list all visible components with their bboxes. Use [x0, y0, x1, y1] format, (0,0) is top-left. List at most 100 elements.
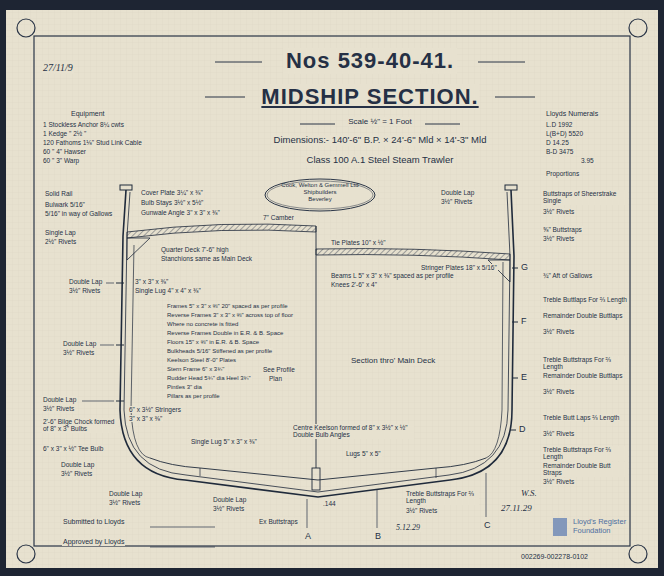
drawing-note: Class 100 A.1 Steel Steam Trawler — [306, 155, 455, 166]
drawing-note: Solid Rail — [44, 190, 73, 197]
drawing-note: Buttstraps of Sheerstrake Single — [542, 190, 628, 205]
drawing-note: .144 — [322, 500, 337, 507]
drawing-note: 002269-002278-0102 — [520, 553, 589, 561]
drawing-note: 3½" Rivets — [60, 470, 93, 477]
drawing-note: Equipment — [70, 110, 105, 118]
drawing-note: 3" x 3" x ⅜" — [128, 415, 163, 422]
drawing-note: Centre Keelson formed of 8" x 3½" x ½" D… — [292, 424, 414, 439]
drawing-note: Approved by Lloyds — [62, 538, 125, 546]
drawing-note: 3½" Rivets — [42, 405, 75, 412]
drawing-note: 1 Stockless Anchor 8¼ cwts — [42, 121, 125, 128]
drawing-note: Where no concrete is fitted — [166, 321, 239, 328]
sheet-border — [17, 19, 647, 563]
drawing-note: L.D 1992 — [545, 121, 573, 128]
drawing-note: 3½" Rivets — [542, 328, 575, 335]
drawing-note: 6" x 3½" Stringers — [128, 406, 182, 413]
drawing-note: Dimensions:- 140'-6" B.P. × 24'-6" Mld ×… — [273, 135, 488, 146]
drawing-note: Pillars as per profile — [166, 393, 221, 400]
drawing-note: 3½" Rivets — [212, 505, 245, 512]
drawing-note: 3½" Rivets — [542, 388, 575, 395]
drawing-note: A — [304, 531, 312, 541]
drawing-note: Double Lap — [62, 340, 97, 347]
drawing-note: Submitted to Lloyds — [62, 518, 125, 526]
drawing-note: Beams L 5" x 3" x ⅜" spaced as per profi… — [330, 272, 455, 279]
drawing-note: Remainder Double Buttlaps — [542, 312, 624, 319]
drawing-note: L(B+D) 5520 — [545, 130, 584, 137]
watermark: Lloyd's Register Foundation — [572, 518, 634, 535]
drawing-note: Gunwale Angle 3" x 3" x ⅜" — [140, 209, 221, 216]
drawing-note: Frames 5" x 3" x ⅜" 20" spaced as per pr… — [166, 303, 289, 310]
drawing-note: 3½" Rivets — [542, 208, 575, 215]
drawing-note: Single Lug 4" x 4" x ⅜" — [134, 287, 202, 294]
paper — [6, 10, 658, 568]
drawing-note: 3½" Rivets — [542, 235, 575, 242]
drawing-note: 3.95 — [580, 157, 595, 164]
drawing-note: Scale ½" = 1 Foot — [347, 117, 413, 126]
drawing-note: 60 " 3" Warp — [42, 157, 80, 164]
drawing-note: B — [374, 531, 382, 541]
drawing-note: 3½" Rivets — [405, 507, 438, 514]
drawing-note: Stanchions same as Main Deck — [160, 255, 253, 262]
drawing-note: Double Lap — [42, 396, 77, 403]
drawing-note: D 14.25 — [545, 139, 570, 146]
drawing-note: Double Lap — [60, 461, 95, 468]
drawing-note: Rudder Head 5¾" dia Heel 3¾" — [166, 375, 252, 382]
stamp-text: Cook, Welton & Gemmell Ltd — [278, 182, 362, 189]
drawing-note: Treble Buttstraps For ⅔ Length — [542, 356, 628, 371]
drawing-note: 7" Camber — [262, 214, 295, 221]
drawing-note: Double Lap — [108, 490, 143, 497]
drawing-note: 3½" Rivets — [68, 287, 101, 294]
handwritten-note: 5.12.29 — [395, 523, 421, 532]
drawing-note: 2'-6" Bilge Chock formed of 8" x 3" Bulb… — [42, 418, 118, 433]
drawing-note: D — [518, 424, 527, 434]
drawing-note: Single Lap — [44, 229, 77, 236]
drawing-note: 6" x 3" x ½" Tee Bulb — [42, 445, 104, 452]
paper-texture — [6, 10, 658, 568]
drawing-note: ⅝" Buttstraps — [542, 226, 583, 233]
drawing-note: Ex Buttstraps — [258, 518, 299, 525]
drawing-note: Remainder Double Buttlaps — [542, 372, 624, 379]
drawing-note: 3½" Rivets — [440, 198, 473, 205]
drawing-note: Plan — [268, 375, 283, 382]
drawing-note: Stern Frame 6" x 3¾" — [166, 366, 225, 373]
drawing-note: Reverse Frames Double in E.R. & B. Space — [166, 330, 284, 337]
drawing-note: Bulkheads 5/16" Stiffened as per profile — [166, 348, 273, 355]
handwritten-note: W.S. — [520, 488, 538, 498]
hull-section — [120, 185, 517, 497]
drawing-note: Keelson Steel 8'-0" Plates — [166, 357, 237, 364]
handwritten-note: 27/11/9 — [42, 62, 74, 74]
drawing-note: Single Lug 5" x 3" x ⅜" — [190, 438, 258, 445]
drawing-note: 3½" Rivets — [542, 478, 575, 485]
drawing-note: B-D 3475 — [545, 148, 574, 155]
stamp-text: Shipbuilders — [278, 189, 362, 196]
drawing-note: ¾" Aft of Gallows — [542, 272, 593, 279]
drawing-note: Remainder Double Butt Straps — [542, 462, 628, 477]
drawing-note: Floors 15" x ⅜" in E.R. & B. Space — [166, 339, 260, 346]
drawing-note: 2½" Rivets — [44, 238, 77, 245]
stamp-text: Beverley — [278, 196, 362, 203]
drawing-note: Treble Butt Laps ⅔ Length — [542, 414, 620, 421]
drawing-note: Bulwark 5/16" — [44, 201, 86, 208]
drawing-note: 3½" Rivets — [108, 499, 141, 506]
drawing-note: Bulb Stays 3½" x 5½" — [140, 199, 204, 206]
handwritten-note: 27.11.29 — [500, 503, 533, 513]
drawing-note: Lugs 5" x 5" — [345, 450, 382, 457]
strake-ticks — [116, 268, 518, 430]
drawing-number-title: Nos 539-40-41. — [283, 48, 457, 74]
drawing-note: G — [520, 262, 529, 272]
drawing-note: Tie Plates 10" x ½" — [330, 239, 387, 246]
drawing-note: E — [520, 372, 528, 382]
drawing-note: Double Lap — [68, 278, 103, 285]
drawing-note: 60 " 4" Hawser — [42, 148, 87, 155]
drawing-note: 1 Kedge " 2½ " — [42, 130, 87, 137]
drawing-note: Stringer Plates 18" x 5/16" — [420, 264, 498, 271]
leader-lines — [82, 283, 486, 547]
drawing-note: Quarter Deck 7'-6" high — [160, 246, 230, 253]
drawing-note: C — [483, 520, 492, 530]
drawing-note: Reverse Frames 3" x 3" x ⅜" across top o… — [166, 312, 294, 319]
drawing-note: 3½" Rivets — [62, 349, 95, 356]
drawing-note: Pintles 3" dia — [166, 384, 203, 391]
builder-stamp: Cook, Welton & Gemmell LtdShipbuildersBe… — [264, 178, 376, 212]
drawing-note: Double Lap — [440, 189, 475, 196]
drawing-note: Cover Plate 3¼" x ⅜" — [140, 189, 204, 196]
